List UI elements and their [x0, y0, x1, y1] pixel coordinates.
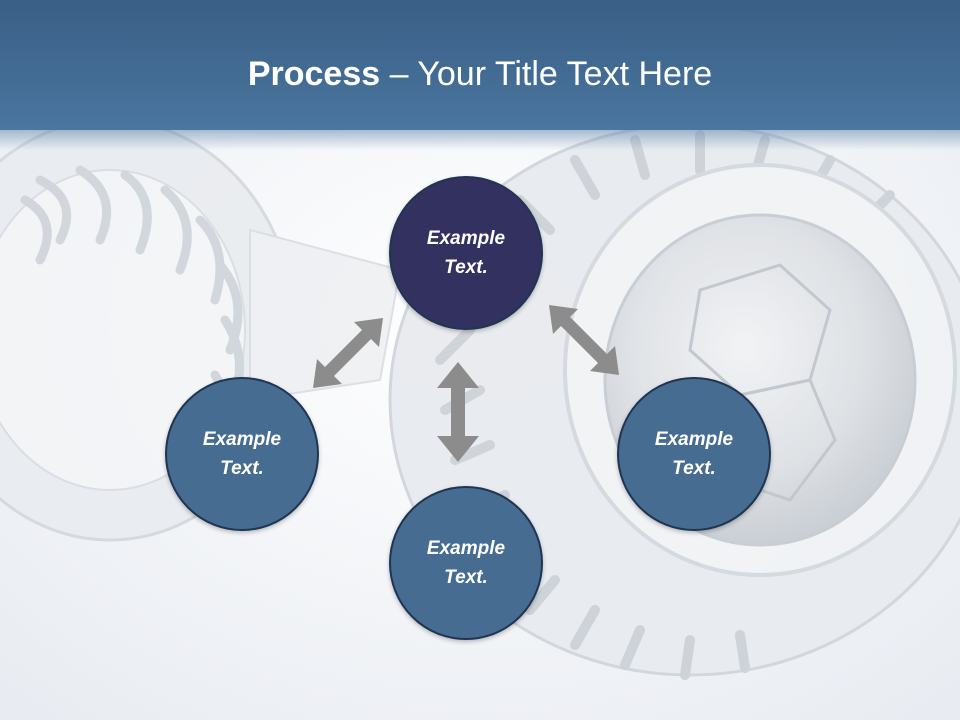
process-node-left[interactable]: Example Text. — [165, 377, 319, 531]
process-node-bottom-line1: Example — [426, 538, 506, 559]
process-node-top[interactable]: Example Text. — [389, 176, 543, 330]
process-node-right-line1: Example — [654, 429, 734, 450]
arrow-top-left — [313, 318, 383, 388]
slide-title-bold: Process — [247, 55, 381, 93]
process-node-left-label: Example Text. — [182, 425, 302, 483]
arrow-vertical — [437, 362, 479, 462]
title-bar — [0, 0, 960, 130]
slide-title: Process – Your Title Text Here — [0, 50, 960, 98]
process-node-bottom[interactable]: Example Text. — [389, 486, 543, 640]
process-node-bottom-label: Example Text. — [406, 534, 526, 592]
process-node-top-line1: Example — [426, 228, 506, 249]
process-node-right[interactable]: Example Text. — [617, 377, 771, 531]
process-node-right-label: Example Text. — [634, 425, 754, 483]
process-node-left-line2: Text. — [220, 458, 264, 479]
process-node-top-label: Example Text. — [406, 224, 526, 282]
process-node-top-line2: Text. — [444, 257, 488, 278]
title-bar-fade — [0, 126, 960, 150]
process-node-left-line1: Example — [202, 429, 282, 450]
arrow-top-right — [549, 305, 619, 375]
process-node-bottom-line2: Text. — [444, 567, 488, 588]
process-node-right-line2: Text. — [672, 458, 716, 479]
slide-title-rest: – Your Title Text Here — [380, 55, 713, 93]
